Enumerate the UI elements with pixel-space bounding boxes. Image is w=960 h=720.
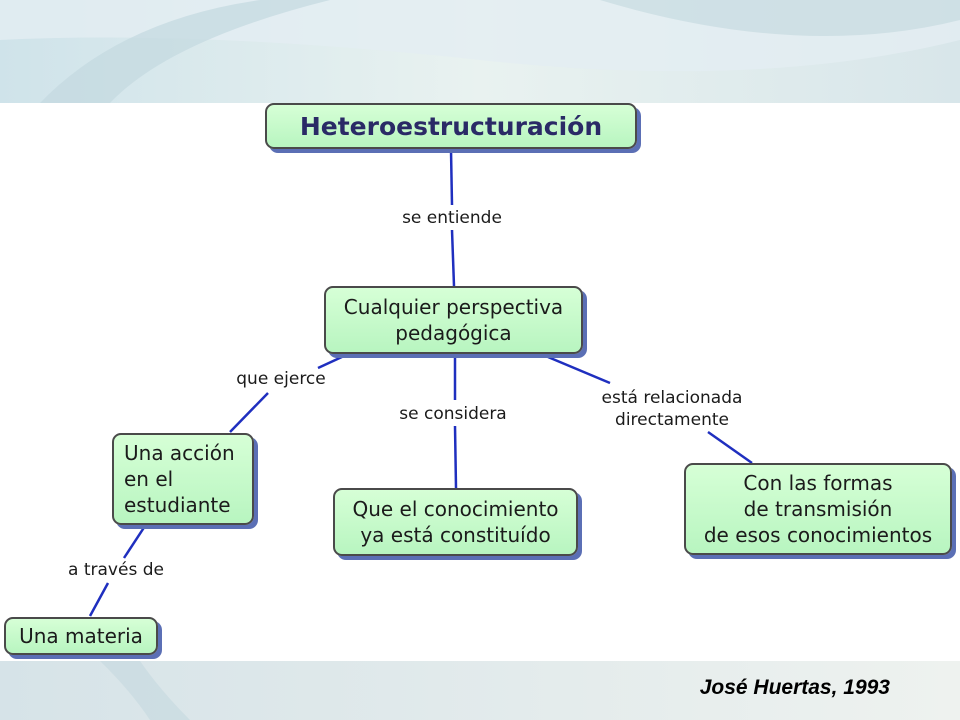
node-accion-text: Una acción en el estudiante xyxy=(124,441,235,517)
node-una-accion: Una acción en el estudiante xyxy=(112,433,254,525)
connector-entiende-persp xyxy=(450,229,456,287)
connector-considera-conoc xyxy=(453,425,458,489)
node-title-text: Heteroestructuración xyxy=(299,111,603,141)
connector-relac-formas xyxy=(707,430,753,465)
node-con-las-formas: Con las formas de transmisión de esos co… xyxy=(684,463,952,555)
node-una-materia: Una materia xyxy=(4,617,158,655)
node-cualquier-perspectiva: Cualquier perspectiva pedagógica xyxy=(324,286,583,354)
node-materia-text: Una materia xyxy=(19,624,143,648)
connector-title-entiende xyxy=(449,149,454,206)
link-label-se-considera: se considera xyxy=(399,404,507,424)
node-conocimiento-text: Que el conocimiento ya está constituído xyxy=(352,497,559,547)
node-que-el-conocimiento: Que el conocimiento ya está constituído xyxy=(333,488,578,556)
connector-ejerce-accion xyxy=(229,392,269,433)
link-label-esta-relacionada: está relacionada directamente xyxy=(601,388,743,430)
connector-accion-traves xyxy=(122,525,147,559)
connector-persp-ejerce xyxy=(317,354,345,370)
connector-traves-materia xyxy=(88,582,110,617)
author-citation: José Huertas, 1993 xyxy=(699,676,890,699)
node-perspectiva-text: Cualquier perspectiva pedagógica xyxy=(343,295,564,345)
node-heteroestructuracion: Heteroestructuración xyxy=(265,103,637,149)
link-label-se-entiende: se entiende xyxy=(402,208,502,228)
link-label-que-ejerce: que ejerce xyxy=(236,369,326,389)
connector-persp-relac xyxy=(547,355,611,385)
node-formas-text: Con las formas de transmisión de esos co… xyxy=(703,471,933,547)
link-label-a-traves-de: a través de xyxy=(68,560,164,580)
